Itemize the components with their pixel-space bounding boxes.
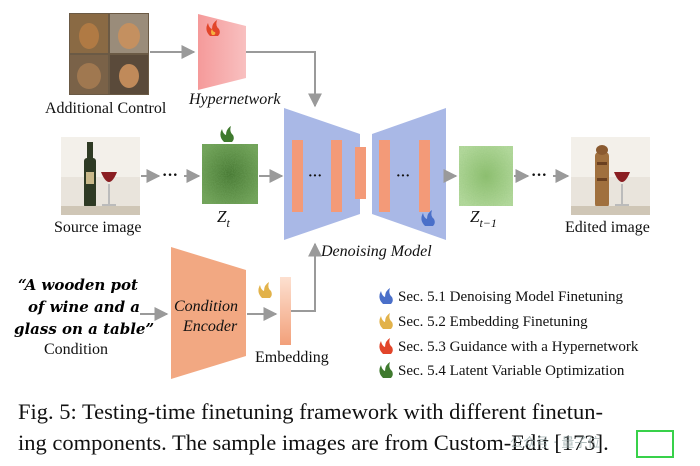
figure-caption: Fig. 5: Testing-time finetuning framewor… xyxy=(18,396,686,458)
legend: Sec. 5.1 Denoising Model Finetuning Sec.… xyxy=(379,288,639,379)
svg-text:···: ··· xyxy=(396,169,410,184)
prompt-line-1: “A wooden pot xyxy=(18,276,138,294)
svg-text:Sec. 5.1 Denoising Model Finet: Sec. 5.1 Denoising Model Finetuning xyxy=(398,289,623,305)
red-flame-icon xyxy=(206,20,220,36)
blue-flame-icon xyxy=(421,210,435,226)
arrow-hypernetwork-to-model xyxy=(246,51,322,108)
source-image xyxy=(61,137,140,215)
condition-encoder-block xyxy=(171,247,246,379)
latent-zt-minus-1 xyxy=(459,146,513,206)
prompt-line-2: of wine and a xyxy=(28,298,140,316)
reference-highlight-box xyxy=(636,430,674,458)
zt-label: Zt xyxy=(217,207,230,230)
hypernetwork-label: Hypernetwork xyxy=(188,91,281,108)
condition-encoder-label-1: Condition xyxy=(174,298,238,315)
zt1-label: Zt−1 xyxy=(470,207,497,230)
prompt-line-3: glass on a table” xyxy=(14,320,154,338)
embedding-label: Embedding xyxy=(255,349,329,366)
hypernetwork-block xyxy=(198,14,246,90)
ellipsis-2: ··· xyxy=(531,167,547,184)
arrow-embedding-to-model xyxy=(291,242,322,312)
denoising-model: ··· ··· xyxy=(284,108,446,240)
edited-image xyxy=(571,137,650,215)
legend-item-3: Sec. 5.3 Guidance with a Hypernetwork xyxy=(379,338,639,355)
diagram-canvas: Additional Control Hypernetwork Source i… xyxy=(14,13,650,379)
watermark: 公众号 · 量子位 xyxy=(510,436,601,451)
embedding-bar xyxy=(280,277,291,345)
caption-line-2: ing components. The sample images are fr… xyxy=(18,430,609,455)
legend-item-2: Sec. 5.2 Embedding Finetuning xyxy=(379,313,588,330)
condition-encoder-label-2: Encoder xyxy=(182,318,238,335)
svg-text:Sec. 5.3 Guidance with a Hyper: Sec. 5.3 Guidance with a Hypernetwork xyxy=(398,339,639,355)
caption-line-1: Fig. 5: Testing-time finetuning framewor… xyxy=(18,399,603,424)
condition-label: Condition xyxy=(44,341,108,358)
legend-item-4: Sec. 5.4 Latent Variable Optimization xyxy=(379,362,625,379)
source-image-label: Source image xyxy=(54,219,142,236)
svg-text:···: ··· xyxy=(308,169,322,184)
edited-image-label: Edited image xyxy=(565,219,650,236)
denoising-model-label: Denoising Model xyxy=(320,243,432,260)
yellow-flame-icon xyxy=(258,282,272,298)
svg-text:Sec. 5.2 Embedding Finetuning: Sec. 5.2 Embedding Finetuning xyxy=(398,314,588,330)
svg-text:Sec. 5.4 Latent Variable Optim: Sec. 5.4 Latent Variable Optimization xyxy=(398,363,625,379)
additional-control-images xyxy=(69,13,149,95)
latent-zt xyxy=(202,144,258,204)
ellipsis-1: ··· xyxy=(162,167,178,184)
green-flame-icon xyxy=(220,126,234,142)
legend-item-1: Sec. 5.1 Denoising Model Finetuning xyxy=(379,288,623,305)
additional-control-label: Additional Control xyxy=(45,100,167,117)
